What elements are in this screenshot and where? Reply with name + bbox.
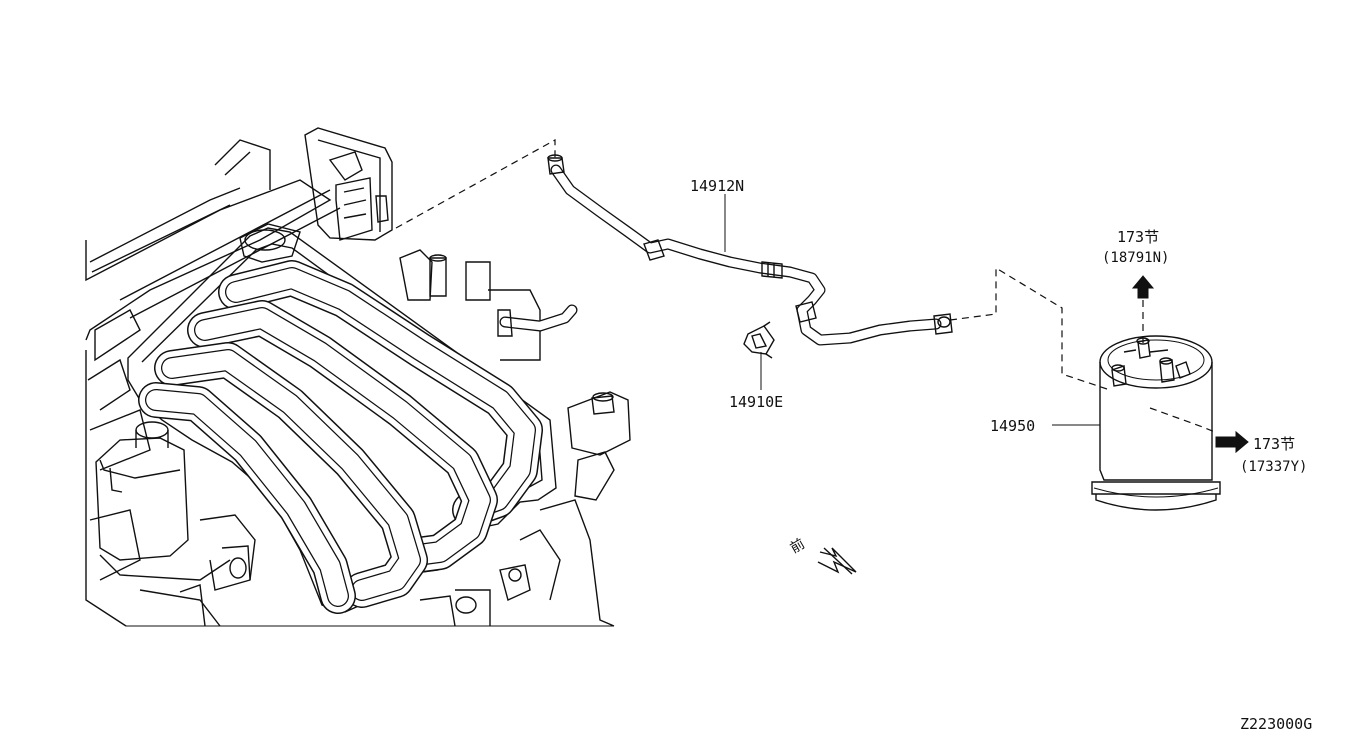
front-direction-arrow-icon xyxy=(817,547,857,575)
leader-lines xyxy=(724,194,1100,426)
hose-clip[interactable] xyxy=(743,321,775,359)
diagram-code: Z223000G xyxy=(1240,715,1312,733)
clip-part-number: 14910E xyxy=(729,393,783,411)
ref-right-part-number: (17337Y) xyxy=(1240,459,1307,475)
hose-part-number: 14912N xyxy=(690,177,744,195)
engine-assembly-illustration xyxy=(85,127,631,627)
front-mark-label: 前 xyxy=(787,535,808,557)
reference-arrow-up-icon xyxy=(1131,275,1155,299)
reference-arrow-right-icon xyxy=(1215,430,1249,454)
ref-right-section: 173节 xyxy=(1253,435,1295,453)
connection-dashes xyxy=(395,138,1216,433)
ref-up-part-number: (18791N) xyxy=(1102,250,1169,266)
canister-part-number: 14950 xyxy=(990,417,1035,435)
evap-canister[interactable] xyxy=(1091,335,1221,511)
ref-up-section: 173节 xyxy=(1117,228,1159,246)
purge-hose[interactable] xyxy=(547,154,953,346)
